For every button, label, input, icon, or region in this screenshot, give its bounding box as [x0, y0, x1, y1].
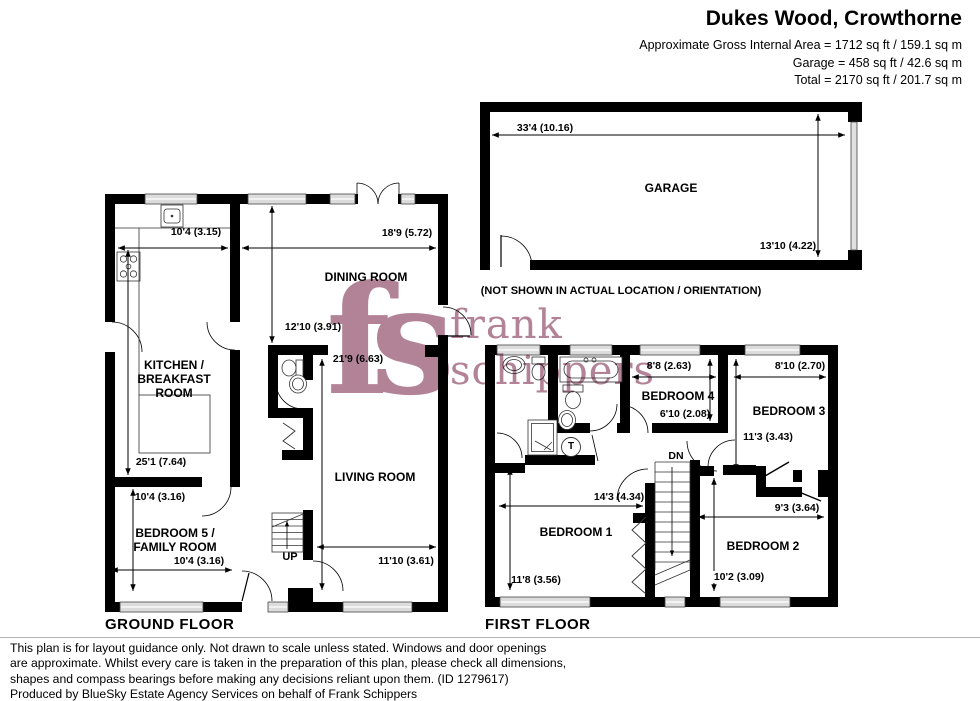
ground-floor-title: GROUND FLOOR [105, 616, 235, 633]
property-title: Dukes Wood, Crowthorne [705, 7, 962, 30]
tank-label: T [567, 441, 575, 452]
garage-dimension-lines [492, 114, 845, 257]
disclaimer-line1: This plan is for layout guidance only. N… [10, 641, 547, 655]
stairs-down [654, 461, 691, 586]
kitchen-label: KITCHEN / BREAKFAST ROOM [137, 358, 211, 400]
bedroom1-wardrobe [631, 516, 647, 595]
area-summary: Approximate Gross Internal Area = 1712 s… [639, 37, 962, 90]
stairs-up-label: UP [282, 551, 298, 563]
bedroom2-label: BEDROOM 2 [726, 539, 800, 553]
bedroom5-depth-dim: 10'4 (3.16) [134, 491, 186, 503]
bedroom1-label: BEDROOM 1 [539, 525, 613, 539]
header: Dukes Wood, Crowthorne Approximate Gross… [639, 6, 962, 90]
total-area: Total = 2170 sq ft / 201.7 sq m [794, 73, 962, 87]
dining-width-dim: 18'9 (5.72) [381, 227, 433, 239]
bedroom4-label: BEDROOM 4 [641, 389, 715, 403]
ground-floor-dimension-lines [111, 206, 436, 591]
garage-area: Garage = 458 sq ft / 42.6 sq m [792, 55, 962, 70]
bedroom4-width-dim: 8'8 (2.63) [646, 360, 692, 372]
first-floor-window-lines [498, 349, 799, 603]
living-width-dim: 11'10 (3.61) [378, 555, 434, 567]
agency-name-line2: schippers [450, 348, 656, 394]
kitchen-fixtures [115, 204, 230, 454]
garage-depth-dim: 13'10 (4.22) [759, 240, 817, 252]
dining-depth-dim: 12'10 (3.91) [284, 321, 342, 333]
bedroom2-depth-dim: 10'2 (3.09) [711, 571, 767, 583]
footer-divider [0, 637, 980, 638]
wc-fixtures [281, 359, 307, 394]
gross-internal-area: Approximate Gross Internal Area = 1712 s… [639, 38, 962, 52]
stairs-down-label: DN [668, 450, 684, 462]
bedroom3-depth-dim: 11'3 (3.43) [741, 431, 795, 443]
garage-walls [480, 102, 862, 270]
bedroom2-width-dim: 9'3 (3.64) [774, 502, 820, 514]
bathroom-fixtures [502, 356, 623, 456]
ground-floor-doors [111, 182, 472, 602]
first-floor-walls [485, 345, 838, 607]
bedroom3-label: BEDROOM 3 [752, 404, 826, 418]
living-room-label: LIVING ROOM [334, 470, 416, 484]
ground-floor-walls [105, 194, 448, 612]
agency-name-watermark: frank schippers [450, 302, 655, 394]
dining-room-label: DINING ROOM [324, 270, 408, 284]
garage-label: GARAGE [644, 181, 698, 195]
disclaimer-line2: are approximate. Whilst every care is ta… [10, 656, 567, 671]
ground-floor-window-lines [121, 198, 414, 608]
first-floor-doors [496, 403, 822, 502]
bedroom5-label: BEDROOM 5 / FAMILY ROOM [133, 526, 217, 554]
hall-closet [282, 422, 296, 450]
tank-circle [561, 437, 581, 457]
bedroom4-depth-dim: 6'10 (2.08) [659, 408, 711, 420]
disclaimer-line3: shapes and compass bearings before makin… [10, 671, 509, 686]
garage-entry-door [500, 235, 533, 268]
agency-name-line1: frank [450, 302, 563, 348]
garage-note: (NOT SHOWN IN ACTUAL LOCATION / ORIENTAT… [480, 285, 762, 297]
first-floor-title: FIRST FLOOR [485, 616, 591, 633]
agency-logo-watermark: fs [326, 253, 455, 429]
disclaimer: This plan is for layout guidance only. N… [10, 641, 566, 701]
garage-width-dim: 33'4 (10.16) [516, 122, 574, 134]
kitchen-length-dim: 25'1 (7.64) [135, 456, 187, 468]
stairs-up [271, 512, 304, 553]
bedroom5-width-dim: 10'4 (3.16) [173, 555, 225, 567]
bedroom3-width-dim: 8'10 (2.70) [774, 360, 826, 372]
disclaimer-line4: Produced by BlueSky Estate Agency Servic… [10, 686, 418, 701]
living-length-dim: 21'9 (6.63) [332, 353, 384, 365]
garage-door [850, 121, 858, 251]
bedroom1-depth-dim: 11'8 (3.56) [511, 574, 561, 586]
bedroom1-width-dim: 14'3 (4.34) [593, 491, 645, 503]
kitchen-width-dim: 10'4 (3.15) [170, 226, 222, 238]
